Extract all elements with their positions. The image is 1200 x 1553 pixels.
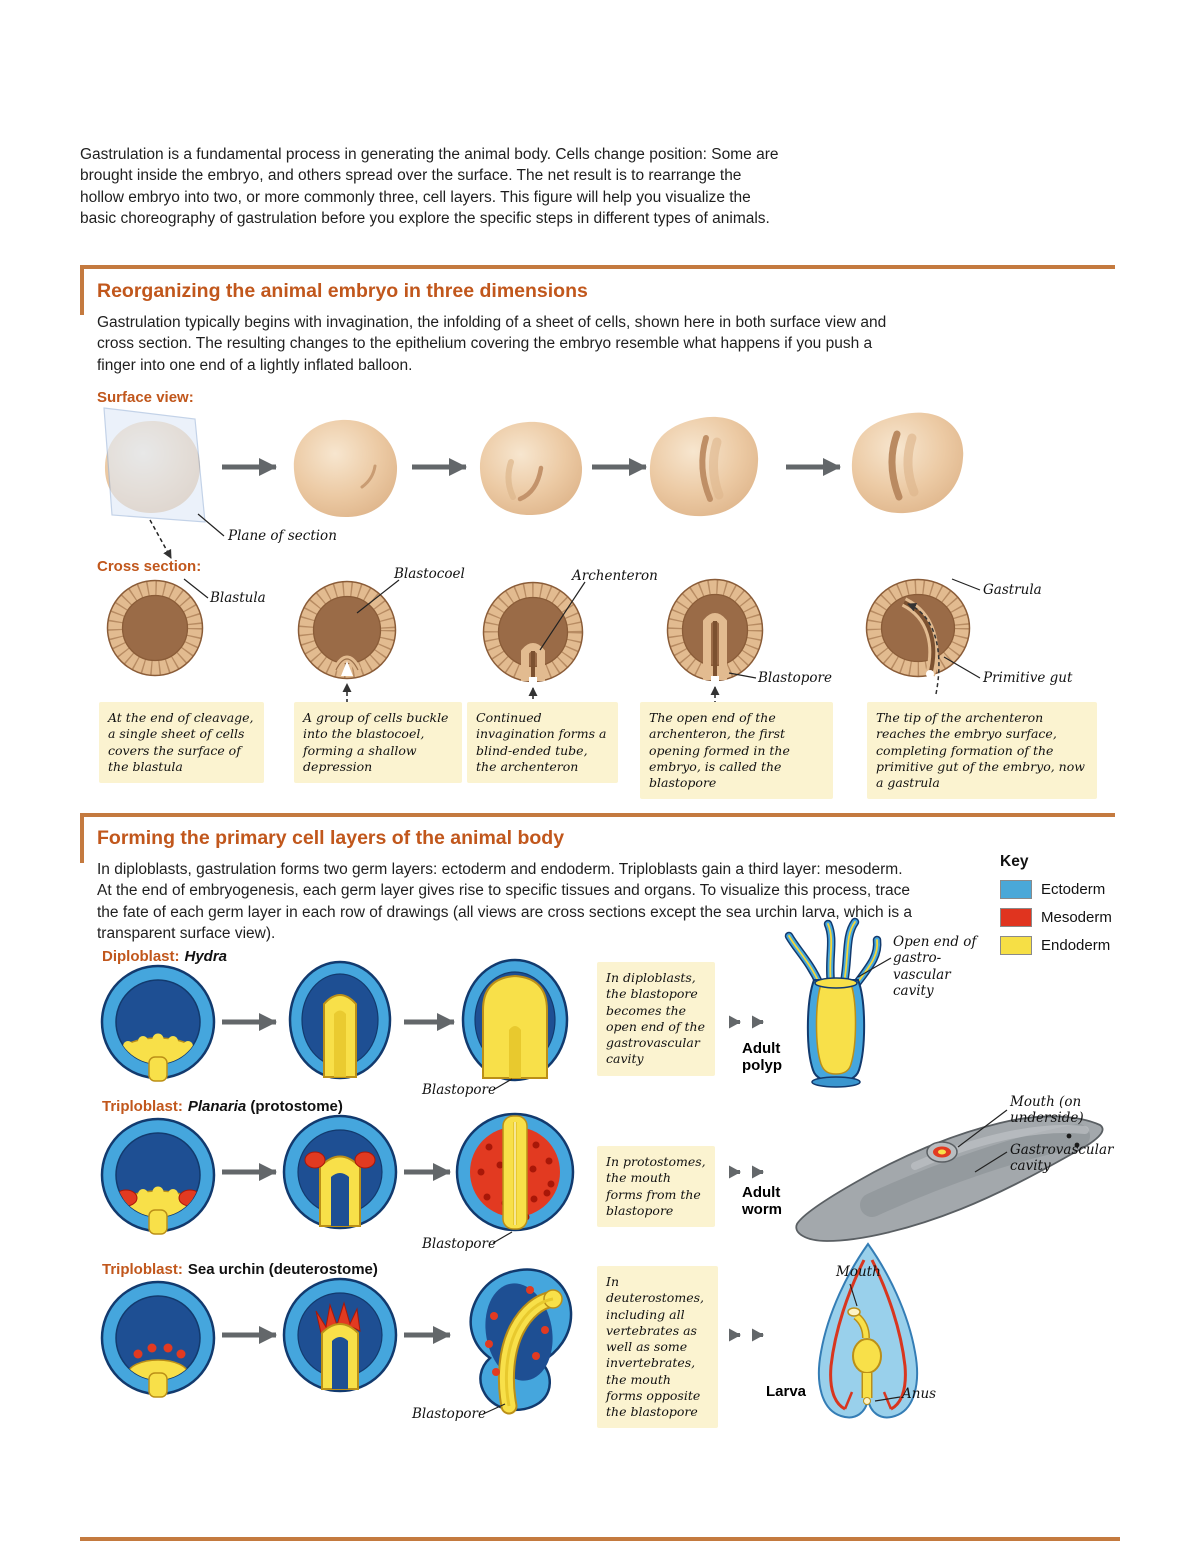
section2-intro: In diploblasts, gastrulation forms two g… (97, 861, 912, 943)
adult-worm-label: Adult worm (742, 1184, 783, 1219)
section2-rule (80, 813, 1115, 817)
step-caption: At the end of cleavage, a single sheet o… (99, 702, 264, 783)
key: Key Ectoderm Mesoderm Endoderm (1000, 853, 1112, 955)
step-caption: Continued invagination forms a blind-end… (467, 702, 618, 783)
primitive-gut-label: Primitive gut (983, 670, 1073, 686)
step-caption: A group of cells buckle into the blastoc… (294, 702, 462, 783)
section1-title: Reorganizing the animal embryo in three … (97, 280, 588, 302)
sea-urchin-stage-3 (469, 1268, 573, 1415)
row-heading-species: Planaria (187, 1098, 247, 1115)
archenteron-leader (539, 581, 586, 651)
adult-polyp-label: Adult polyp (742, 1040, 782, 1075)
row-heading-triploblast-sea-urchin: Triploblast:Sea urchin (deuterostome) (102, 1261, 378, 1278)
section1-intro: Gastrulation typically begins with invag… (97, 314, 887, 374)
section2-title: Forming the primary cell layers of the a… (97, 827, 565, 849)
section1-rule-bracket (80, 265, 84, 315)
key-item-ectoderm: Ectoderm (1000, 880, 1112, 899)
surface-view-stage-4 (649, 416, 759, 517)
hydra-stage-3 (461, 958, 569, 1082)
section1-rule (80, 265, 1115, 269)
surface-view-stage-2 (293, 419, 398, 518)
gastrula-leader (951, 578, 981, 591)
blastopore-leader (492, 1078, 513, 1091)
anus-callout: Anus (902, 1386, 937, 1402)
row-heading-label: Diploblast: (102, 948, 180, 965)
planaria-stage-3 (455, 1112, 575, 1232)
row-heading-label: Triploblast: (102, 1261, 183, 1278)
blastopore-label: Blastopore (422, 1236, 496, 1252)
cross-section-stage-2 (297, 580, 397, 680)
blastula-leader (183, 578, 209, 599)
open-end-callout: Open end of gastro-vascular cavity (893, 934, 977, 1000)
key-label: Endoderm (1041, 937, 1111, 954)
hydra-stage-1 (100, 964, 216, 1082)
surface-view-stage-1 (103, 407, 206, 523)
gastrovascular-leader (974, 1151, 1008, 1173)
endoderm-swatch (1000, 936, 1032, 955)
blastopore-leader (482, 1403, 506, 1415)
plane-of-section-label: Plane of section (228, 528, 337, 544)
cross-section-stage-4 (666, 578, 764, 683)
planaria-drawing (795, 1115, 1104, 1242)
step-caption: The tip of the archenteron reaches the e… (867, 702, 1097, 800)
blastopore-label: Blastopore (422, 1082, 496, 1098)
mouth-leader (849, 1283, 858, 1307)
surface-view-stage-5 (851, 412, 964, 514)
surface-view-stage-3 (479, 421, 583, 516)
cross-section-stage-5 (865, 578, 971, 678)
key-label: Ectoderm (1041, 881, 1106, 898)
key-item-mesoderm: Mesoderm (1000, 908, 1112, 927)
primitive-gut-leader (943, 656, 981, 679)
row-heading-triploblast-planaria: Triploblast:Planaria (protostome) (102, 1098, 343, 1115)
anus-leader (874, 1396, 901, 1402)
row-heading-suffix: (protostome) (246, 1098, 343, 1115)
sea-urchin-stage-2 (282, 1277, 398, 1393)
cross-section-stage-1 (106, 579, 204, 677)
blastocoel-leader (356, 579, 400, 614)
larva-drawing (817, 1242, 919, 1419)
cross-section-stage-3 (482, 581, 584, 684)
row-caption: In deuterostomes, including all vertebra… (597, 1266, 718, 1429)
row-heading-label: Triploblast: (102, 1098, 183, 1115)
cross-section-label: Cross section: (97, 558, 202, 575)
key-title: Key (1000, 853, 1029, 870)
open-end-leader (857, 957, 892, 978)
gut-path-arrow (907, 603, 940, 695)
sea-urchin-stage-1 (100, 1280, 216, 1398)
adult-polyp-drawing (784, 917, 882, 1088)
mouth-underside-leader (957, 1109, 1008, 1148)
larva-label: Larva (766, 1383, 807, 1400)
hydra-stage-2 (288, 960, 392, 1080)
bottom-rule (80, 1537, 1120, 1541)
row-heading-species: Hydra (184, 948, 228, 965)
gastrula-label: Gastrula (983, 582, 1042, 598)
surface-view-label: Surface view: (97, 389, 194, 406)
blastopore-label: Blastopore (758, 670, 832, 686)
blastopore-label: Blastopore (412, 1406, 486, 1422)
ectoderm-swatch (1000, 880, 1032, 899)
mesoderm-swatch (1000, 908, 1032, 927)
gastrovascular-cavity-callout: Gastrovascular cavity (1010, 1142, 1114, 1175)
archenteron-label: Archenteron (572, 568, 658, 584)
blastula-label: Blastula (210, 590, 266, 606)
section2-rule-bracket (80, 813, 84, 863)
key-label: Mesoderm (1041, 909, 1112, 926)
plane-of-section-leaders (149, 513, 225, 559)
row-caption: In diploblasts, the blastopore becomes t… (597, 962, 715, 1076)
step-caption: The open end of the archenteron, the fir… (640, 702, 833, 800)
row-caption: In protostomes, the mouth forms from the… (597, 1146, 715, 1227)
blastocoel-label: Blastocoel (394, 566, 465, 582)
mouth-underside-callout: Mouth (on underside) (1010, 1094, 1084, 1127)
planaria-stage-2 (282, 1114, 398, 1230)
key-item-endoderm: Endoderm (1000, 936, 1112, 955)
blastopore-leader (492, 1231, 513, 1244)
blastopore-leader (728, 672, 757, 679)
page-intro: Gastrulation is a fundamental process in… (80, 146, 779, 228)
mouth-callout: Mouth (836, 1264, 881, 1280)
row-heading-diploblast: Diploblast:Hydra (102, 948, 227, 965)
row-heading-suffix: Sea urchin (deuterostome) (187, 1261, 378, 1278)
planaria-stage-1 (100, 1117, 216, 1235)
